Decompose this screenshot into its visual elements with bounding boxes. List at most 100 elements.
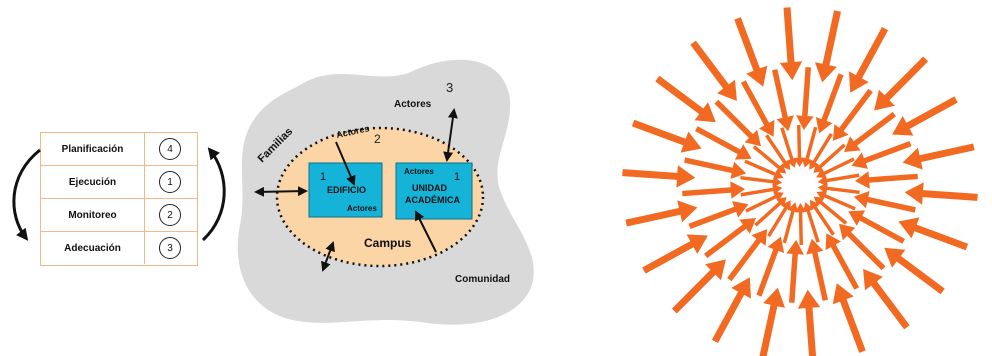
cycle-number-badge: 2 bbox=[159, 204, 181, 226]
outer-actors-label: Actores bbox=[394, 99, 432, 110]
burst-arrow-icon bbox=[863, 269, 910, 330]
burst-arrow-icon bbox=[759, 287, 785, 356]
burst-arrow-icon bbox=[772, 69, 794, 132]
burst-arrow-icon bbox=[695, 126, 752, 160]
cycle-label: Planificación bbox=[41, 133, 145, 165]
burst-arrow-icon bbox=[853, 191, 916, 213]
cycle-row: Monitoreo 2 bbox=[41, 199, 197, 232]
burst-arrow-icon bbox=[740, 80, 775, 137]
burst-arrow-icon bbox=[839, 223, 886, 271]
burst-arrow-icon bbox=[779, 7, 803, 81]
building-number: 1 bbox=[320, 171, 326, 183]
unit-number: 1 bbox=[454, 171, 460, 183]
burst-arrow-icon bbox=[851, 141, 912, 169]
burst-arrow-icon bbox=[825, 233, 860, 290]
burst-arrow-icon bbox=[810, 199, 835, 236]
burst-arrow-icon bbox=[844, 111, 896, 152]
cycle-row: Planificación 4 bbox=[41, 133, 197, 166]
unit-title-line1: UNIDAD bbox=[412, 183, 447, 193]
burst-arrow-icon bbox=[809, 133, 833, 170]
building-actors: Actores bbox=[347, 204, 377, 213]
burst-arrow-icon bbox=[684, 157, 747, 179]
burst-arrow-icon bbox=[688, 201, 749, 229]
building-title: EDIFICIO bbox=[327, 185, 366, 195]
burst-arrow-icon bbox=[849, 27, 889, 93]
cycle-label: Adecuación bbox=[41, 232, 145, 264]
bottom-double-arrow bbox=[321, 241, 335, 272]
convergence-arrow-burst bbox=[622, 7, 978, 356]
campus-to-unit-arrow bbox=[415, 210, 437, 253]
actors-to-building-arrow bbox=[335, 141, 356, 186]
burst-arrow-icon bbox=[740, 176, 783, 188]
burst-arrow-icon bbox=[817, 182, 860, 194]
burst-arrow-icon bbox=[796, 67, 814, 131]
burst-arrow-icon bbox=[754, 197, 787, 227]
burst-arrow-icon bbox=[704, 218, 756, 259]
burst-arrow-icon bbox=[898, 217, 969, 251]
burst-arrow-icon bbox=[744, 159, 784, 180]
burst-arrow-icon bbox=[793, 125, 805, 167]
unit-title-line2: ACADÉMICA bbox=[405, 195, 460, 205]
cycle-up-arrow bbox=[201, 147, 226, 242]
burst-arrow-icon bbox=[813, 196, 848, 225]
burst-arrow-icon bbox=[797, 289, 821, 356]
burst-arrow-icon bbox=[795, 203, 807, 245]
burst-arrow-icon bbox=[780, 127, 798, 168]
burst-arrow-icon bbox=[765, 134, 790, 171]
burst-arrow-icon bbox=[813, 143, 846, 173]
burst-arrow-icon bbox=[727, 229, 768, 282]
campus-label: Campus bbox=[364, 236, 412, 250]
cycle-number-badge: 3 bbox=[159, 237, 181, 259]
burst-arrow-icon bbox=[815, 73, 844, 134]
cycle-table: Planificación 4 Ejecución 1 Monitoreo 2 … bbox=[40, 132, 198, 266]
burst-arrow-icon bbox=[682, 181, 746, 199]
burst-arrow-icon bbox=[734, 17, 768, 87]
burst-arrow-icon bbox=[671, 259, 726, 314]
burst-arrow-icon bbox=[832, 283, 866, 353]
cycle-label: Monitoreo bbox=[41, 199, 145, 231]
burst-arrow-icon bbox=[848, 210, 905, 244]
burst-arrow-icon bbox=[631, 119, 702, 153]
top-double-arrow bbox=[443, 108, 458, 162]
burst-arrow-icon bbox=[802, 202, 820, 243]
burst-arrow-icon bbox=[690, 40, 737, 101]
academic-unit-box bbox=[395, 162, 473, 220]
cycle-number-badge: 1 bbox=[159, 171, 181, 193]
burst-arrow-icon bbox=[902, 143, 975, 170]
burst-arrow-icon bbox=[815, 10, 841, 83]
burst-arrow-icon bbox=[642, 234, 708, 274]
burst-arrow-icon bbox=[854, 171, 918, 189]
burst-arrow-icon bbox=[801, 126, 818, 168]
burst-arrow-icon bbox=[745, 191, 784, 213]
burst-arrow-icon bbox=[756, 236, 785, 297]
outer-level-number: 3 bbox=[446, 80, 453, 95]
burst-arrow-icon bbox=[892, 96, 958, 136]
burst-arrow-icon bbox=[786, 239, 804, 303]
community-label: Comunidad bbox=[455, 274, 510, 285]
building-box bbox=[308, 162, 383, 218]
burst-arrow-icon bbox=[711, 277, 751, 343]
cycle-row: Adecuación 3 bbox=[41, 232, 197, 265]
burst-arrow-icon bbox=[816, 157, 855, 179]
cycle-number-badge: 4 bbox=[159, 138, 181, 160]
burst-arrow-icon bbox=[714, 99, 761, 147]
burst-arrow-icon bbox=[904, 182, 978, 205]
burst-arrow-icon bbox=[740, 183, 783, 197]
burst-arrow-icon bbox=[806, 238, 828, 301]
burst-arrow-icon bbox=[622, 165, 696, 188]
cycle-label: Ejecución bbox=[41, 166, 145, 198]
burst-arrow-icon bbox=[625, 200, 698, 227]
cycle-row: Ejecución 1 bbox=[41, 166, 197, 199]
burst-arrow-icon bbox=[655, 75, 716, 123]
burst-arrow-icon bbox=[816, 190, 856, 211]
burst-arrow-icon bbox=[832, 88, 873, 141]
burst-arrow-icon bbox=[752, 145, 787, 174]
unit-actors: Actores bbox=[404, 167, 434, 176]
burst-arrow-icon bbox=[874, 56, 929, 111]
burst-arrow-icon bbox=[817, 173, 860, 187]
burst-arrow-icon bbox=[782, 202, 799, 244]
burst-arrow-icon bbox=[767, 200, 791, 237]
families-double-arrow bbox=[254, 186, 308, 197]
cycle-down-arrow bbox=[12, 148, 41, 241]
